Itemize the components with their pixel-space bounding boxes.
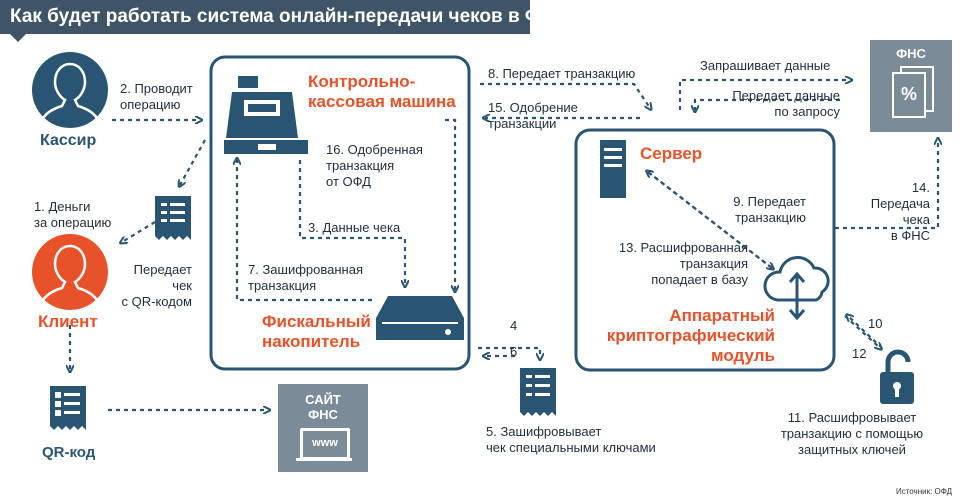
fiscal-label: Фискальный накопитель (262, 312, 371, 351)
server-label: Сервер (640, 144, 703, 163)
step-14-label: 14. Передача чека в ФНС (870, 180, 930, 243)
step-12-label: 12 (852, 346, 867, 361)
qr-code-icon (50, 386, 86, 430)
step-3-label: 3. Данные чека (308, 220, 401, 235)
step-15-label: 15. Одобрение транзакции (488, 100, 578, 131)
fns-site-title: САЙТ ФНС (305, 392, 341, 422)
crypto-label: Аппаратный криптографический модуль (606, 306, 775, 365)
step-5-label: 5. Зашифровывает чек специальными ключам… (486, 424, 656, 455)
receipt-icon (155, 196, 191, 240)
step-1-label: 1. Деньги за операцию (34, 199, 112, 230)
response-label: Передает данные по запросу (732, 88, 840, 119)
fns-site-box: САЙТ ФНС www (278, 384, 368, 472)
kkm-label: Контрольно- кассовая машина (308, 72, 456, 111)
monitor-stand-icon (296, 458, 352, 461)
server-icon (600, 140, 626, 198)
step-13-label: 13. Расшифрованная транзакция попадает в… (618, 240, 748, 287)
client-avatar-icon (32, 234, 108, 316)
request-label: Запрашивает данные (700, 58, 831, 73)
ofd-box (574, 128, 836, 372)
crypto-cloud-icon (763, 256, 830, 321)
cash-register-icon (224, 76, 308, 154)
padlock-icon (880, 349, 914, 404)
kkm-box (209, 55, 471, 371)
percent-glyph: % (900, 84, 917, 104)
fiscal-drive-icon (376, 296, 464, 340)
step-2-label: 2. Проводит операцию (120, 81, 193, 112)
page-title: Как будет работать система онлайн-переда… (10, 6, 569, 27)
step-9-label: 9. Передает транзакцию (733, 194, 806, 225)
cashier-label: Кассир (40, 132, 97, 149)
step-8-label: 8. Передает транзакцию (488, 66, 636, 81)
step-11-label: 11. Расшифровывает транзакцию с помощью … (780, 410, 924, 457)
header-banner-tail (10, 34, 26, 42)
qr-label: QR-код (42, 444, 96, 461)
fns-title: ФНС (896, 46, 926, 61)
header-banner (0, 0, 530, 34)
cashier-avatar-icon (32, 52, 108, 134)
fns-box: ФНС % (870, 40, 952, 132)
step-7-label: 7. Зашифрованная транзакция (248, 262, 364, 293)
step-4-label: 4 (510, 318, 518, 333)
client-label: Клиент (38, 312, 98, 331)
site-www-label: www (312, 437, 338, 449)
connector-lines (70, 80, 938, 410)
step-16-label: 16. Одобренная транзакция от ОФД (326, 142, 423, 189)
cheque-transfer-label: Передает чек с QR-кодом (121, 262, 192, 309)
step-6-label: 6 (510, 344, 518, 359)
document-icon (892, 72, 926, 118)
source-note: Источник: ОФД (895, 487, 952, 496)
encrypted-receipt-icon (520, 368, 556, 416)
step-10-label: 10 (868, 316, 883, 331)
